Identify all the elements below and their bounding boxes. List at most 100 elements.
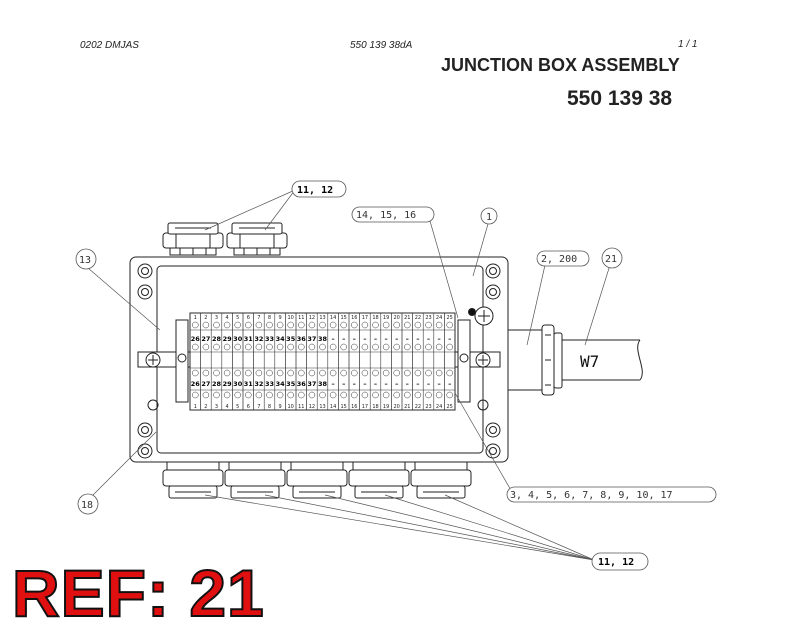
callout-box	[480, 207, 498, 225]
terminal-label: 1	[194, 404, 197, 410]
cable	[562, 339, 640, 381]
terminal-label: 1	[194, 315, 197, 321]
terminal-label: 37	[307, 335, 316, 343]
terminal-label: –	[384, 380, 387, 388]
terminal-screw	[234, 321, 241, 329]
terminal-label: 33	[265, 335, 274, 343]
terminal-label: 21	[404, 315, 410, 321]
terminal-screw	[223, 321, 231, 329]
terminal-label: 19	[383, 315, 389, 321]
terminal-screw	[192, 391, 199, 399]
terminal-label: 32	[254, 380, 263, 388]
terminal-screw	[255, 343, 263, 351]
terminal-label: 9	[279, 315, 282, 321]
terminal-label: 17	[362, 315, 368, 321]
terminal-label: 32	[254, 335, 263, 343]
terminal-label: 30	[233, 380, 243, 388]
terminal-label: –	[342, 380, 345, 388]
bottom-gland-body	[290, 461, 344, 471]
terminal-screw	[213, 391, 220, 399]
terminal-label: 11	[298, 404, 304, 410]
terminal-label: 28	[212, 380, 222, 388]
terminal-label: 11	[298, 315, 304, 321]
terminal-label: 16	[351, 315, 357, 321]
terminal-label: 35	[286, 335, 296, 343]
terminal-screw	[213, 369, 220, 377]
terminal-screw	[425, 343, 432, 351]
terminal-screw	[202, 391, 210, 399]
terminal-screw	[319, 391, 326, 399]
terminal-screw	[266, 391, 273, 399]
terminal-screw	[393, 343, 400, 351]
terminal-label: –	[353, 335, 356, 343]
terminal-screw	[202, 343, 210, 351]
terminal-screw	[298, 321, 305, 329]
terminal-screw	[414, 391, 422, 399]
terminal-screw	[298, 343, 305, 351]
terminal-label: 19	[383, 404, 389, 410]
terminal-label: 25	[447, 404, 453, 410]
terminal-screw	[298, 369, 305, 377]
terminal-label: 8	[268, 404, 271, 410]
terminal-label: –	[406, 335, 409, 343]
terminal-label: 7	[257, 315, 260, 321]
callout-mounting-text: 18	[81, 500, 93, 511]
terminal-label: 22	[415, 404, 421, 410]
terminal-label: –	[342, 335, 345, 343]
terminal-screw	[287, 369, 294, 377]
terminal-screw	[372, 321, 379, 329]
callout-cover-screw-text: 13	[79, 255, 91, 266]
terminal-screw	[192, 369, 199, 377]
bottom-gland-nut	[348, 469, 410, 487]
terminal-label: 5	[236, 315, 239, 321]
callout-cable	[601, 247, 623, 269]
terminal-screw	[223, 369, 231, 377]
terminal-label: –	[395, 335, 398, 343]
side-cable-gland	[507, 324, 563, 396]
bottom-gland-body	[352, 461, 406, 471]
terminal-screw	[351, 343, 358, 351]
terminal-screw	[414, 369, 422, 377]
terminal-screw	[372, 391, 379, 399]
terminal-label: 29	[223, 380, 233, 388]
terminal-label: 23	[425, 404, 431, 410]
bottom-gland-nut	[224, 469, 286, 487]
terminal-label: 36	[297, 335, 307, 343]
callout-cable-text: 21	[605, 254, 617, 265]
terminal-label: 38	[318, 380, 328, 388]
terminal-screw	[234, 391, 241, 399]
terminal-label: 15	[341, 315, 347, 321]
terminal-screw	[319, 343, 326, 351]
terminal-label: 4	[226, 315, 229, 321]
terminal-label: 14	[330, 315, 336, 321]
terminal-label: 9	[279, 404, 282, 410]
terminal-screw	[329, 369, 337, 377]
terminal-label: 28	[212, 335, 222, 343]
terminal-label: 10	[288, 404, 294, 410]
terminal-screw	[213, 321, 220, 329]
terminal-label: –	[427, 380, 430, 388]
terminal-screw	[382, 321, 390, 329]
bottom-gland-nut	[410, 469, 472, 487]
terminal-label: 3	[215, 315, 218, 321]
terminal-label: 27	[201, 380, 210, 388]
callout-cable-gland-text: 2, 200	[541, 254, 577, 265]
terminal-screw	[266, 369, 273, 377]
terminal-label: 13	[319, 315, 325, 321]
terminal-screw	[340, 369, 347, 377]
terminal-label: 37	[307, 380, 316, 388]
terminal-screw	[382, 391, 390, 399]
terminal-screw	[372, 343, 379, 351]
earth-screw	[468, 306, 494, 326]
terminal-screw	[393, 391, 400, 399]
terminal-screw	[446, 369, 453, 377]
terminal-screw	[340, 343, 347, 351]
terminal-screw	[446, 321, 453, 329]
terminal-label: 5	[236, 404, 239, 410]
bottom-gland-nut	[286, 469, 348, 487]
terminal-screw	[435, 391, 443, 399]
terminal-label: 35	[286, 380, 296, 388]
terminal-label: 18	[372, 315, 378, 321]
reference-label: REF: 21	[11, 556, 265, 630]
